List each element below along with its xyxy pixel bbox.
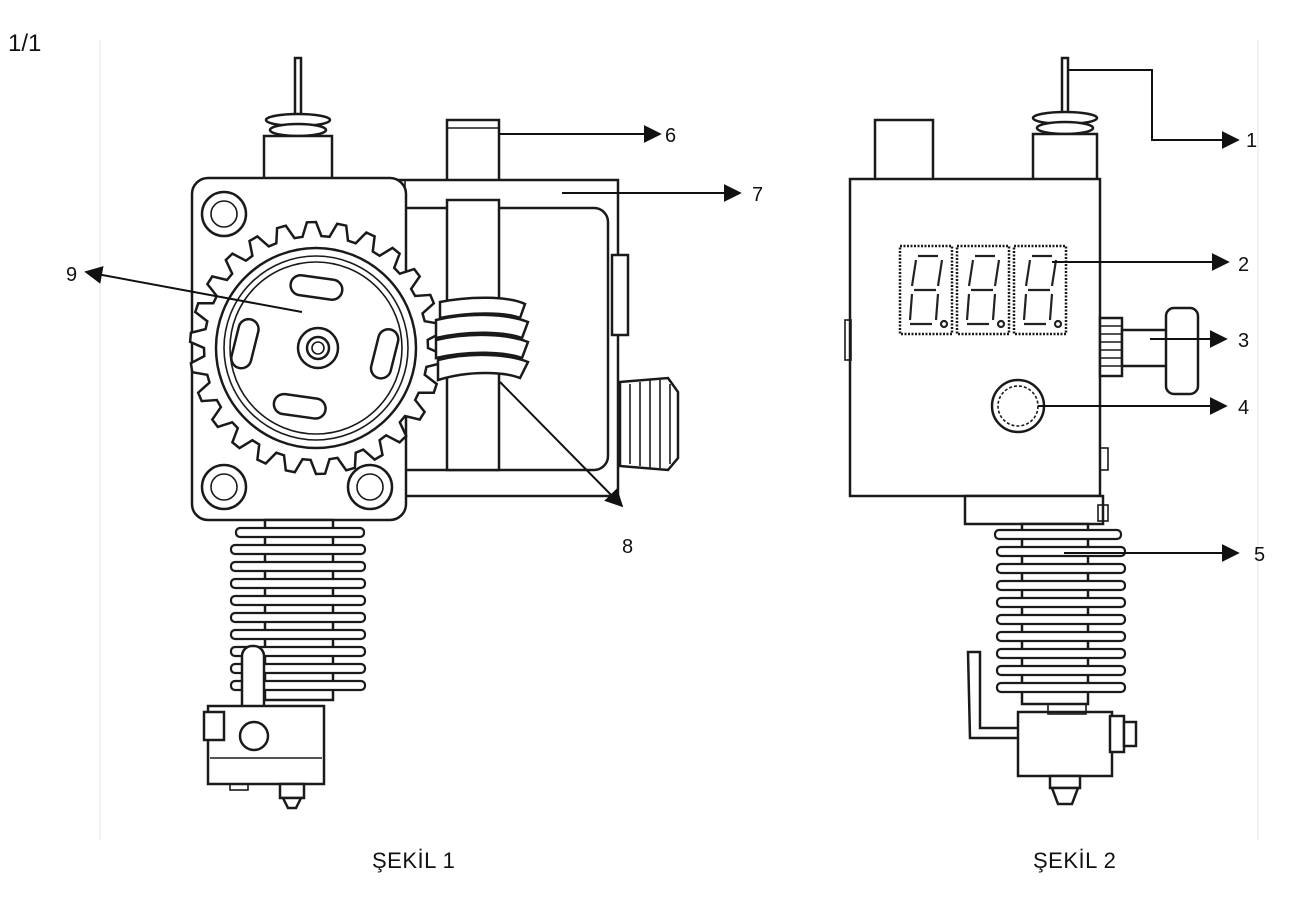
fig2-round-button <box>992 380 1044 432</box>
figure-2-extruder-drawing: 1 2 3 4 5 <box>845 58 1265 804</box>
label-1: 1 <box>1246 130 1257 152</box>
fig2-filament-pin <box>1062 58 1068 116</box>
fig2-adjust-knob <box>1100 308 1198 394</box>
fig2-body <box>850 179 1100 496</box>
fig1-side-tab <box>612 255 628 335</box>
fig1-fitting-collar-2 <box>270 124 326 136</box>
fig1-spring-rod-top <box>447 120 499 182</box>
label-3: 3 <box>1238 330 1249 352</box>
fig2-seven-segment-display <box>900 246 1066 334</box>
label-4: 4 <box>1238 397 1249 419</box>
figure-1-extruder-drawing: 6 7 8 9 <box>66 58 763 808</box>
fig1-worm-screw <box>436 298 528 380</box>
label-9: 9 <box>66 264 77 286</box>
label-2: 2 <box>1238 254 1249 276</box>
fig1-screw-hole-tl <box>202 192 246 236</box>
figure-1-caption: ŞEKİL 1 <box>372 848 455 874</box>
fig2-base-plate <box>965 496 1103 524</box>
label-7: 7 <box>752 184 763 206</box>
label-6: 6 <box>665 125 676 147</box>
fig1-screw-hole-br <box>348 465 392 509</box>
label-8: 8 <box>622 536 633 558</box>
fig1-screw-hole-bl <box>202 465 246 509</box>
fig2-fitting-nut <box>1033 134 1097 180</box>
fig2-spring-rod-top <box>875 120 933 180</box>
fig1-filament-pin-body <box>295 58 301 118</box>
label-5: 5 <box>1254 544 1265 566</box>
figure-2-caption: ŞEKİL 2 <box>1033 848 1116 874</box>
fig1-fitting-nut <box>264 136 332 180</box>
fig2-heatsink <box>995 524 1125 704</box>
